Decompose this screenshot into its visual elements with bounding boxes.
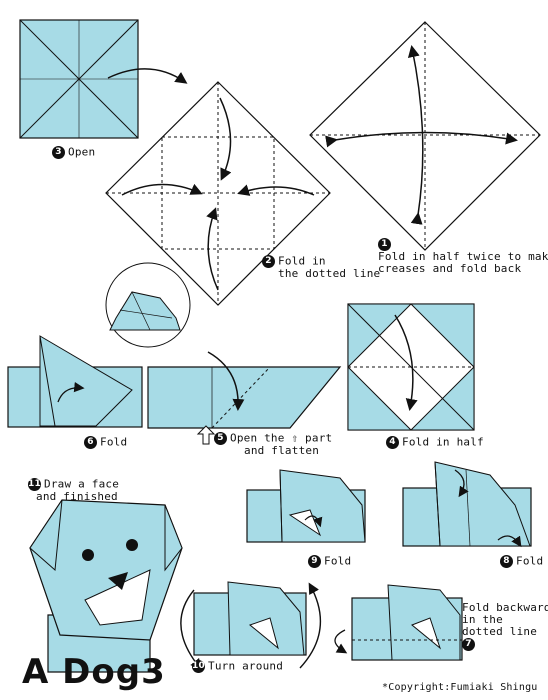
step-1-label: 1 Fold in half twice to make creases and…: [378, 238, 548, 275]
step-5-diagram: [147, 351, 342, 445]
step-6-diagram: [7, 335, 143, 428]
step-3-diagram: [19, 19, 188, 139]
step-4-diagram: [347, 303, 475, 431]
step-8-diagram: [402, 461, 532, 548]
step-7-label: Fold backward in the dotted line 7: [462, 601, 548, 651]
step-7-diagram: [334, 584, 463, 661]
copyright-text: *Copyright:Fumiaki Shingu: [382, 682, 538, 693]
step-1-diagram: [309, 21, 541, 251]
detail-circle: [105, 262, 191, 348]
step-2-diagram: [105, 81, 331, 306]
step-9-diagram: [246, 469, 366, 543]
page-title: A Dog3: [22, 652, 166, 692]
step-10-diagram: [180, 581, 322, 671]
finished-dog: [29, 499, 183, 673]
